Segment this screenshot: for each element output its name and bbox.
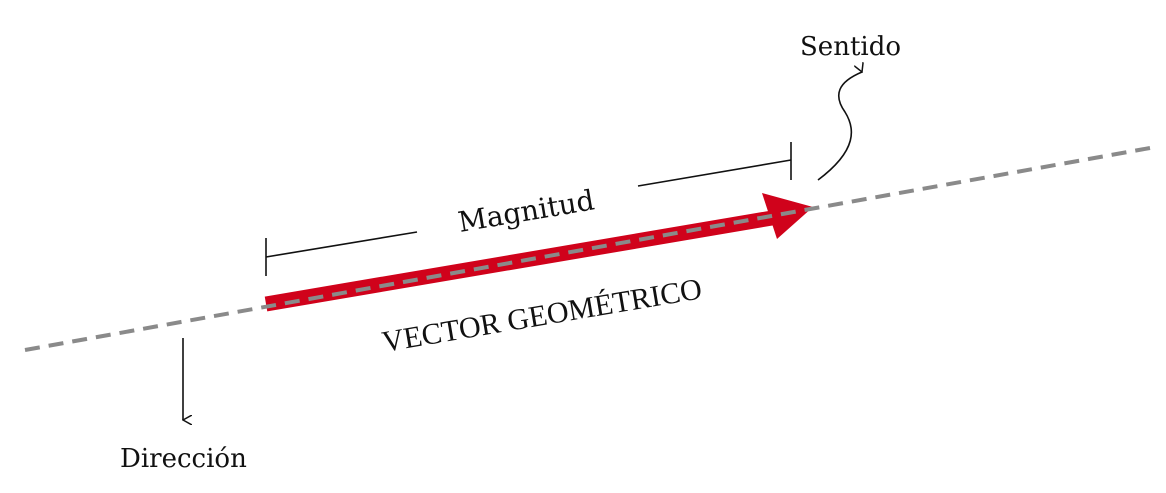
magnitude-label: Magnitud (456, 183, 597, 238)
sense-label: Sentido (800, 32, 901, 62)
magnitude-line-right (637, 159, 792, 187)
direction-label: Dirección (120, 444, 247, 474)
sense-arrow (817, 72, 862, 181)
vector-arrowhead (762, 193, 813, 239)
magnitude-line-left (265, 231, 418, 258)
vector-label: VECTOR GEOMÉTRICO (380, 272, 705, 359)
